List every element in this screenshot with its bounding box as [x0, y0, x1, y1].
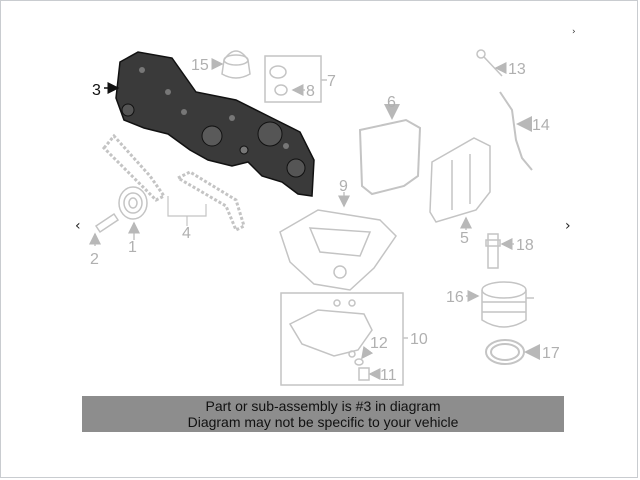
callout-16[interactable]: 16 — [446, 289, 464, 306]
part-11-drain-plug[interactable] — [358, 367, 381, 381]
callout-6[interactable]: 6 — [387, 94, 396, 111]
part-6-gasket[interactable] — [358, 104, 422, 196]
caption-line-1: Part or sub-assembly is #3 in diagram — [205, 398, 441, 414]
callout-10[interactable]: 10 — [410, 331, 428, 348]
callout-13[interactable]: 13 — [508, 61, 526, 78]
callout-3[interactable]: 3 — [92, 82, 101, 99]
part-1-crank-pulley[interactable] — [118, 186, 148, 240]
callout-17[interactable]: 17 — [542, 345, 560, 362]
part-18-sensor[interactable] — [485, 233, 514, 269]
part-3-timing-cover[interactable] — [115, 51, 315, 197]
callout-9[interactable]: 9 — [339, 178, 348, 195]
part-16-oil-filter[interactable] — [466, 281, 534, 328]
next-arrow-icon[interactable]: › — [565, 218, 571, 234]
callout-14[interactable]: 14 — [532, 117, 550, 134]
caption-line-2: Diagram may not be specific to your vehi… — [187, 414, 459, 430]
diagram-caption: Part or sub-assembly is #3 in diagram Di… — [82, 396, 564, 432]
callout-12[interactable]: 12 — [370, 335, 388, 352]
part-5-cover[interactable] — [429, 137, 491, 230]
callout-15[interactable]: 15 — [191, 57, 209, 74]
callout-5[interactable]: 5 — [460, 230, 469, 247]
callout-11[interactable]: 11 — [380, 367, 397, 384]
corner-chevron-icon: › — [572, 27, 576, 37]
part-10-oil-pan[interactable] — [280, 292, 408, 386]
part-14-dipstick-tube[interactable] — [499, 91, 533, 171]
part-15-oil-cap[interactable] — [211, 50, 251, 79]
part-2-bolt[interactable] — [89, 212, 120, 246]
callout-18[interactable]: 18 — [516, 237, 534, 254]
callout-7[interactable]: 7 — [327, 73, 336, 90]
part-12-washer[interactable] — [354, 346, 374, 366]
callout-4[interactable]: 4 — [182, 225, 191, 242]
part-9-upper-oil-pan[interactable] — [279, 192, 397, 291]
part-13-dipstick[interactable] — [476, 49, 507, 77]
part-4-timing-chain[interactable] — [101, 133, 246, 233]
part-17-seal-ring[interactable] — [485, 339, 540, 365]
callout-1[interactable]: 1 — [128, 239, 137, 256]
part-7-seal-kit[interactable] — [264, 55, 327, 103]
callout-2[interactable]: 2 — [90, 251, 99, 268]
callout-8[interactable]: 8 — [306, 83, 315, 100]
previous-arrow-icon[interactable]: ‹ — [75, 218, 81, 234]
